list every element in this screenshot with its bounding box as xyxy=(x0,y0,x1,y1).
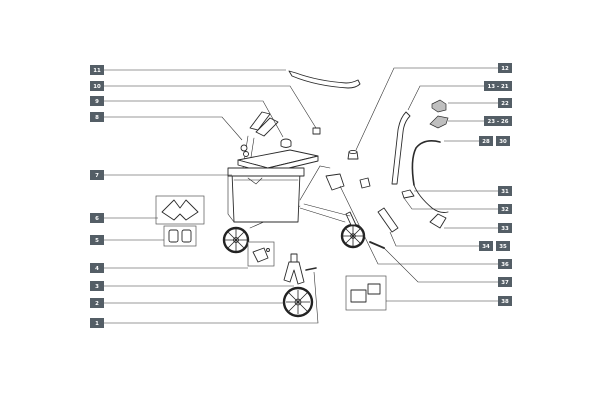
part-22-clip xyxy=(431,99,447,113)
part-31 xyxy=(401,189,415,199)
part-13-21-tube xyxy=(391,111,411,185)
svg-text:37: 37 xyxy=(501,280,509,286)
part-11-crossbar xyxy=(288,70,361,89)
callout-35: 35 xyxy=(496,241,510,251)
svg-text:7: 7 xyxy=(95,173,99,179)
svg-text:31: 31 xyxy=(501,189,509,195)
svg-text:6: 6 xyxy=(95,216,99,222)
svg-text:1: 1 xyxy=(95,321,99,327)
callout-31: 31 xyxy=(498,186,512,196)
part-23-26-bracket xyxy=(429,115,449,129)
leader-lines xyxy=(104,67,498,324)
callout-34: 34 xyxy=(479,241,493,251)
callout-38: 38 xyxy=(498,296,512,306)
svg-text:32: 32 xyxy=(501,207,509,213)
callout-4: 4 xyxy=(90,263,104,273)
svg-text:38: 38 xyxy=(501,299,509,305)
svg-text:2: 2 xyxy=(95,301,99,307)
svg-text:34: 34 xyxy=(482,244,490,250)
callout-3: 3 xyxy=(90,281,104,291)
inset-5 xyxy=(163,225,197,247)
svg-text:13 - 21: 13 - 21 xyxy=(488,84,509,90)
svg-text:8: 8 xyxy=(95,115,99,121)
part-3-caster-fork xyxy=(283,253,305,285)
svg-text:33: 33 xyxy=(501,226,509,232)
callout-1: 1 xyxy=(90,318,104,328)
part-12-nut xyxy=(347,149,359,160)
callout-11: 11 xyxy=(90,65,104,75)
part-28-30-cable xyxy=(411,140,441,186)
svg-text:5: 5 xyxy=(95,238,99,244)
callout-6: 6 xyxy=(90,213,104,223)
callout-2: 2 xyxy=(90,298,104,308)
svg-text:35: 35 xyxy=(499,244,507,250)
svg-text:28: 28 xyxy=(482,139,490,145)
callout-36: 36 xyxy=(498,259,512,269)
callout-30: 30 xyxy=(496,136,510,146)
callout-12: 12 xyxy=(498,63,512,73)
svg-text:23 - 26: 23 - 26 xyxy=(488,119,509,125)
rear-wheel xyxy=(222,226,250,254)
callout-23-26: 23 - 26 xyxy=(484,116,512,126)
svg-text:11: 11 xyxy=(93,68,101,74)
part-9-knob xyxy=(280,138,292,148)
callout-9: 9 xyxy=(90,96,104,106)
callout-5: 5 xyxy=(90,235,104,245)
part-36-bracket xyxy=(325,173,345,191)
svg-text:12: 12 xyxy=(501,66,509,72)
part-34-35-axle xyxy=(377,207,399,233)
callout-37: 37 xyxy=(498,277,512,287)
svg-text:10: 10 xyxy=(93,84,101,90)
callout-28: 28 xyxy=(479,136,493,146)
callout-7: 7 xyxy=(90,170,104,180)
callout-tags: 11 10 9 8 7 6 5 4 xyxy=(90,63,512,328)
inset-38 xyxy=(345,275,387,311)
svg-text:22: 22 xyxy=(501,101,509,107)
basket xyxy=(227,167,305,223)
svg-text:9: 9 xyxy=(95,99,99,105)
callout-13-21: 13 - 21 xyxy=(484,81,512,91)
callout-33: 33 xyxy=(498,223,512,233)
callout-22: 22 xyxy=(498,98,512,108)
part-2-wheel xyxy=(282,286,314,318)
inset-4 xyxy=(247,241,275,267)
inset-6 xyxy=(155,195,205,225)
svg-text:36: 36 xyxy=(501,262,509,268)
svg-text:4: 4 xyxy=(95,266,99,272)
rollator-assembly xyxy=(222,111,366,254)
part-37-bolt xyxy=(369,241,385,249)
part-10-screw xyxy=(312,127,321,135)
callout-8: 8 xyxy=(90,112,104,122)
callout-10: 10 xyxy=(90,81,104,91)
part-1-axle-bolt xyxy=(305,267,317,271)
callout-32: 32 xyxy=(498,204,512,214)
part-33-clamp xyxy=(429,213,447,229)
svg-text:3: 3 xyxy=(95,284,99,290)
svg-text:30: 30 xyxy=(499,139,507,145)
